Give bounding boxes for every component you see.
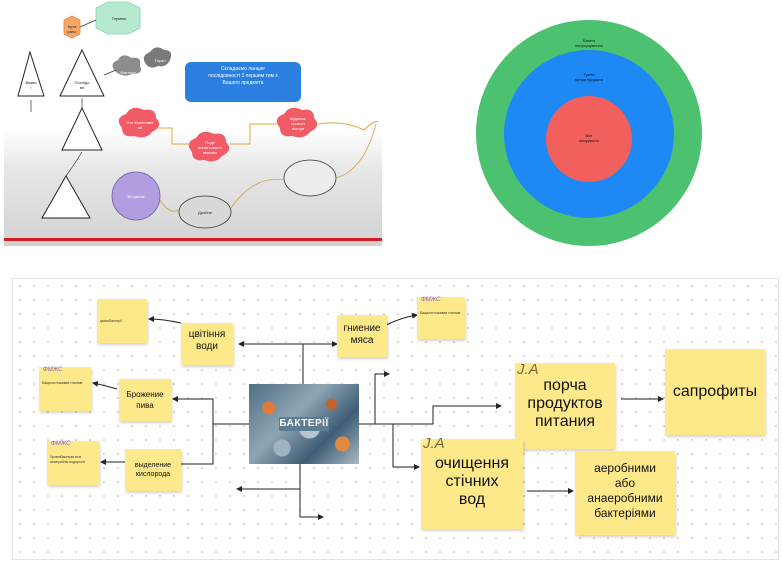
note-small-4[interactable]: ФМЖС Уровнібактеріи всіх анаеробніи водо… [47,441,99,485]
video-progress-bar [4,238,382,241]
signature-4: J.A [517,361,539,378]
note-gnienie-text: гниение мяса [343,323,381,346]
inner-circle [546,96,632,182]
cloud-3-label: Будинок почесті поступ [290,116,306,131]
note-small-3-text: Бацилогложивае гнилові [42,381,83,385]
cloud-2 [188,131,230,162]
cause-label: Кути рано [67,24,77,34]
triangle-a-label: Визво і [25,80,37,90]
note-small-2[interactable]: ФМЖС Бацилогложивае гнилові [417,297,465,339]
signature-3: ФМЖС [51,441,71,447]
signature-5: J.A [423,435,445,452]
term-label: Терміни [111,16,127,21]
oval-gray-label: Дробне [198,210,212,215]
cloud-1 [118,107,160,138]
oval-purple [111,171,161,221]
signature-2: ФМЖС [43,367,63,373]
note-ochysh[interactable]: J.A очищення стічних вод [421,435,523,529]
note-aero[interactable]: аеробними або анаеробними бактеріями [575,451,675,535]
note-small-1-text: цвіах/бактерії [100,319,122,323]
outer-circle-label: Багато неорсузумочно [574,38,604,48]
center-label: БАКТЕРІЇ [279,417,329,431]
note-gnienie[interactable]: гниение мяса [337,315,387,357]
cloud-2-label: Події винятковості певного [198,140,222,155]
note-small-4-text: Уровнібактеріи всіх анаеробніи водорості [50,455,86,464]
note-aero-text: аеробними або анаеробними бактеріями [587,461,663,520]
triangle-b [59,48,105,97]
oval-empty [283,159,337,197]
flow-diagram-screenshot: Кути рано Терміни Фактори Тиран Визво і … [4,0,382,246]
note-brozh-text: Брожение пива [126,390,164,410]
oval-purple-label: Вступник [127,194,145,199]
stage-cloud [143,47,172,68]
instruction-bubble: Складаємо ланцюг послідовності 3 першим … [185,62,301,102]
inner-circle-label: Все мозуумсно [579,133,599,143]
cloud-1-label: Хто Колективн ий [126,120,154,130]
note-small-2-text: Бацилогложивае гнилові [420,311,461,315]
concentric-circles: Багато неорсузумочно Треба потрагнусуват… [476,20,716,246]
note-tsvit-text: цвітіння води [188,329,226,352]
note-sapro-text: сапрофиты [672,383,758,400]
triangle-b-label: Послідо вн [74,80,90,90]
mindmap-connectors [92,312,664,520]
term-shape [95,1,141,35]
bacteria-image[interactable]: БАКТЕРІЇ [249,384,359,464]
note-small-1[interactable]: цвіах/бактерії [97,299,147,343]
triangle-d [41,174,91,219]
note-tsvit[interactable]: цвітіння води [181,323,233,365]
note-porcha[interactable]: J.A порча продуктов питания [515,361,615,449]
middle-circle-label: Треба потрагнусувати [574,72,604,82]
mindmap-board: цвіах/бактерії ФМЖС Бацилогложивае гнило… [12,278,779,560]
note-small-3[interactable]: ФМЖС Бацилогложивае гнилові [39,367,91,411]
flow-diagram-shapes [17,1,379,229]
oval-gray [178,195,232,229]
note-brozh[interactable]: Брожение пива [119,379,171,421]
note-ochysh-text: очищення стічних вод [434,455,510,508]
note-sapro[interactable]: сапрофиты [665,349,765,435]
signature-1: ФМЖС [421,297,441,303]
stage-label: Тиран [154,58,166,63]
note-vyd-text: выделение кислорода [134,462,172,478]
note-porcha-text: порча продуктов питания [527,377,603,430]
triangle-a [17,50,45,97]
triangle-c [61,106,103,151]
cloud-3 [276,107,318,138]
fact-cloud [112,55,141,76]
cause-shape [63,15,81,39]
fact-label: Фактори [120,70,136,75]
note-vyd[interactable]: выделение кислорода [125,449,181,491]
